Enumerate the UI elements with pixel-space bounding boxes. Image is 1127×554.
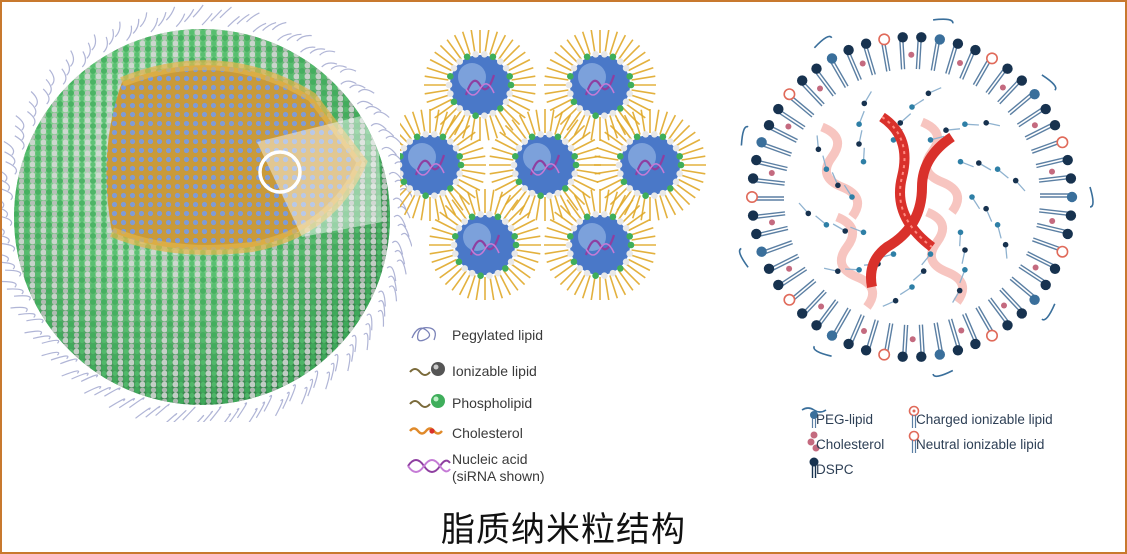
legend-item-pegylated-lipid: Pegylated lipid xyxy=(406,320,543,350)
figure-caption: 脂质纳米粒结构 xyxy=(441,510,686,550)
legend-label: PEG-lipid xyxy=(816,411,874,427)
charged-ionizable-lipid-icon xyxy=(890,404,920,434)
rna-strand xyxy=(866,112,955,288)
legend-label: Phospholipid xyxy=(452,394,533,411)
neutral-ionizable-lipid-icon xyxy=(890,429,920,459)
lipid-nanoparticle-sphere xyxy=(2,4,412,422)
legend-label: Charged ionizable lipid xyxy=(916,411,1053,427)
ionizable-lipid-icon xyxy=(406,356,452,386)
outer-lipid-layer xyxy=(738,18,1094,378)
nanoparticle xyxy=(594,109,706,221)
nanoparticle xyxy=(489,109,601,221)
phospholipid-icon xyxy=(406,388,452,418)
legend-label: Nucleic acid xyxy=(452,451,528,467)
legend-item-dspc: DSPC xyxy=(790,454,854,484)
cholesterol-icon xyxy=(406,418,452,448)
legend-item-neutral-ionizable-lipid: Neutral ionizable lipid xyxy=(890,429,1044,459)
nanoparticle xyxy=(544,30,656,141)
legend-item-cholesterol: Cholesterol xyxy=(790,429,884,459)
legend-item-cholesterol: Cholesterol xyxy=(406,418,523,448)
dspc-icon xyxy=(790,454,819,484)
nanoparticle xyxy=(424,30,536,141)
cutaway-core xyxy=(106,65,362,250)
zoom-highlight-circle xyxy=(258,150,302,194)
legend-label: DSPC xyxy=(816,461,854,477)
legend-sublabel: (siRNA shown) xyxy=(452,468,545,484)
peg-lipid-icon xyxy=(790,404,827,434)
inner-core xyxy=(798,87,1026,310)
nanoparticle xyxy=(429,189,541,300)
legend-label: Cholesterol xyxy=(452,424,523,441)
legend-label: Pegylated lipid xyxy=(452,326,544,343)
legend-label: Cholesterol xyxy=(816,436,885,452)
legend-label: Ionizable lipid xyxy=(452,362,537,379)
nanoparticle xyxy=(400,109,486,221)
legend-item-charged-ionizable-lipid: Charged ionizable lipid xyxy=(890,404,1053,434)
legend-label: Neutral ionizable lipid xyxy=(916,436,1045,452)
legend-item-peg-lipid: PEG-lipid xyxy=(790,404,873,434)
cholesterol-icon xyxy=(790,429,820,459)
lnp-cross-section xyxy=(738,18,1094,378)
pegylated-lipid-halo xyxy=(2,4,412,422)
legend-item-phospholipid: Phospholipid xyxy=(406,388,532,418)
legend-item-nucleic-acid: Nucleic acid(siRNA shown) xyxy=(406,451,545,485)
pegylated-lipid-icon xyxy=(406,320,452,350)
nucleic-acid-icon xyxy=(406,453,452,483)
nanoparticle xyxy=(544,189,656,300)
legend-item-ionizable-lipid: Ionizable lipid xyxy=(406,356,537,386)
nanoparticle-cluster xyxy=(400,30,706,300)
